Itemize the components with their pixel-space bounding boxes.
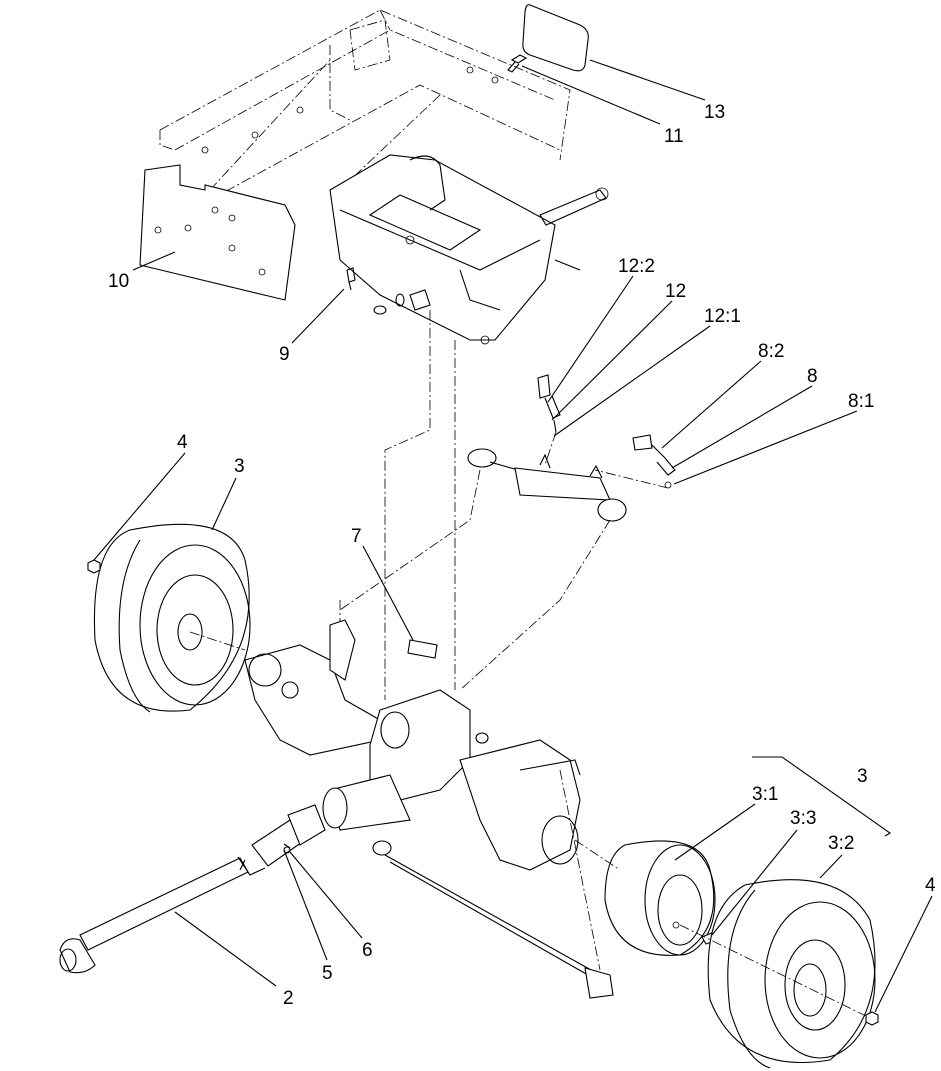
callout-8: 8: [807, 366, 818, 387]
tie-rod: [372, 840, 614, 999]
callout-9: 9: [279, 344, 290, 365]
pivot-bracket: [329, 154, 609, 345]
callout-3-2: 3:2: [828, 833, 854, 854]
drive-shaft: [59, 804, 326, 974]
callout-13: 13: [704, 102, 725, 123]
callout-2: 2: [283, 988, 294, 1009]
callout-12: 12: [665, 281, 686, 302]
part-12-fitting: [537, 374, 561, 433]
right-tire: [707, 879, 876, 1069]
part-11-bolt: [507, 54, 528, 73]
part-9-bolt: [346, 267, 431, 315]
part-10-plate: [139, 164, 296, 301]
callout-5: 5: [322, 963, 333, 984]
callout-3-left: 3: [234, 456, 245, 477]
axle-assembly: [244, 619, 581, 871]
callout-4-left: 4: [177, 432, 188, 453]
callout-10: 10: [108, 271, 129, 292]
callout-3-right: 3: [857, 766, 868, 787]
callout-11: 11: [664, 126, 684, 147]
left-wheel-nut: [87, 559, 101, 574]
callout-12-2: 12:2: [618, 256, 655, 277]
leader-lines: [93, 59, 933, 1013]
wheel-rim: [604, 840, 716, 956]
right-wheel-nut: [865, 1011, 879, 1026]
assembly-bracket-3: [752, 756, 892, 837]
part-7-decal: [407, 639, 438, 659]
callout-3-3: 3:3: [790, 808, 816, 829]
left-wheel: [93, 523, 251, 713]
part-13-plate: [522, 4, 589, 72]
callout-7: 7: [351, 526, 362, 547]
callout-12-1: 12:1: [704, 306, 741, 327]
steering-cylinder: [467, 448, 627, 522]
callout-3-1: 3:1: [752, 784, 778, 805]
callout-8-1: 8:1: [848, 391, 874, 412]
callout-labels: 13 11 10 9 12:2 12 12:1 8:2 8 8:1 4 3 7 …: [108, 102, 936, 1009]
callout-4-right: 4: [925, 875, 936, 896]
part-8-fitting: [632, 434, 676, 489]
rear-frame-phantom: [159, 9, 571, 201]
callout-6: 6: [362, 940, 373, 961]
callout-8-2: 8:2: [758, 341, 784, 362]
